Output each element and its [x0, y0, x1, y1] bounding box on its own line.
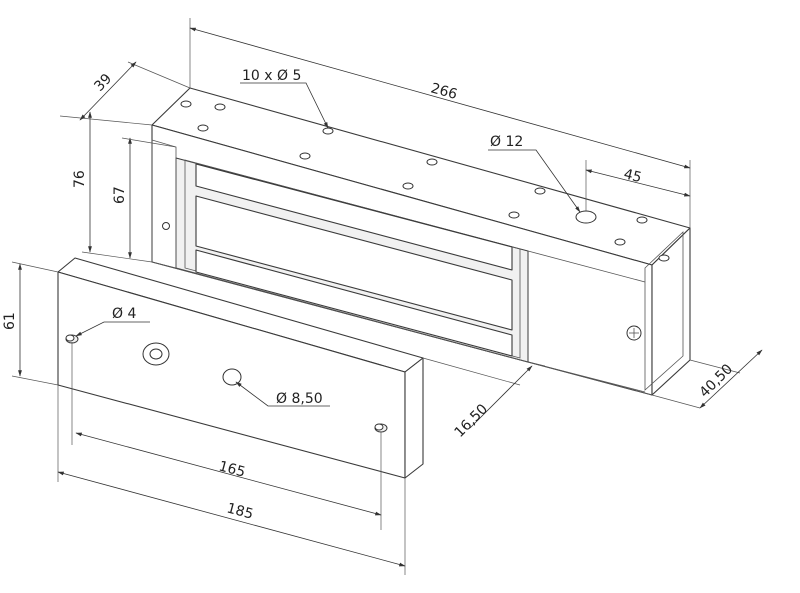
big-hole	[575, 210, 597, 224]
label-big-hole: Ø 12	[490, 134, 523, 150]
plate-end-face	[404, 357, 424, 479]
center-washer-icon	[142, 342, 170, 366]
pole-bar-middle	[195, 195, 513, 331]
pole-bar-bottom	[195, 249, 513, 357]
label-depth-top: 39	[91, 71, 115, 95]
end-screw-icon	[626, 325, 642, 341]
label-hole-offset: 45	[622, 166, 643, 186]
end-block-edge	[527, 250, 646, 283]
label-pin-hole: Ø 4	[112, 306, 136, 322]
label-center-hole: Ø 8,50	[276, 391, 323, 407]
pole-bar-top	[195, 163, 513, 271]
label-height-inner: 67	[112, 186, 128, 204]
label-plate-thickness: 16,50	[452, 401, 492, 441]
left-pin-icon	[65, 334, 79, 344]
label-plate-height: 61	[2, 312, 18, 330]
label-holes-top: 10 x Ø 5	[242, 68, 301, 84]
magnet-body	[151, 87, 691, 396]
label-length-total: 266	[429, 80, 459, 103]
dimension-lines	[11, 18, 763, 575]
left-cap	[151, 139, 177, 269]
end-cap-outline	[644, 231, 684, 391]
end-block-bottom	[527, 361, 646, 393]
label-plate-length: 185	[225, 500, 255, 522]
armature-plate	[57, 257, 424, 479]
right-pin-icon	[374, 423, 388, 433]
label-plate-inner-spacing: 165	[217, 458, 247, 480]
label-height-magnet: 76	[72, 170, 88, 188]
center-hole	[222, 368, 242, 386]
side-screw-icon	[162, 222, 170, 230]
